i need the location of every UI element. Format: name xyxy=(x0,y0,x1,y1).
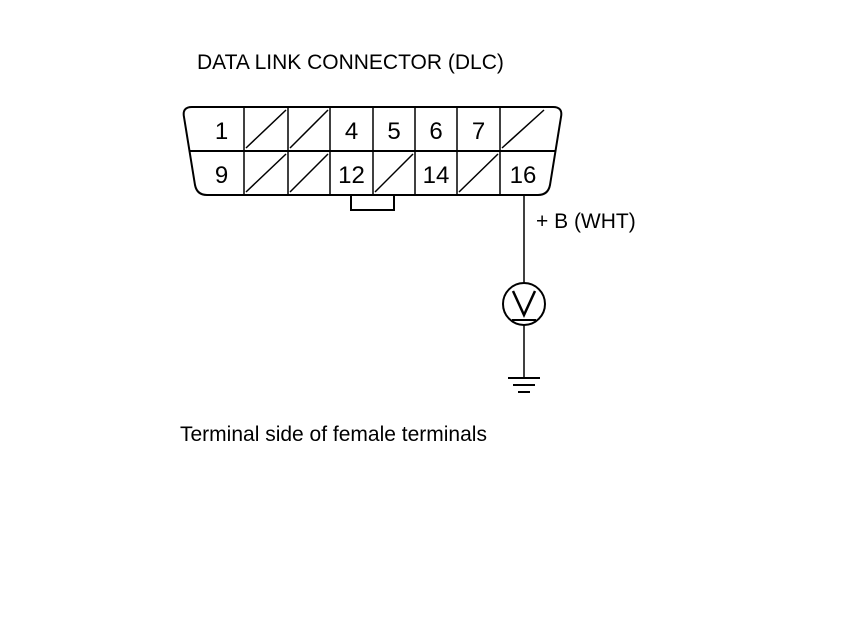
pin-label-6: 6 xyxy=(429,118,442,145)
pin-label-1: 1 xyxy=(215,118,228,145)
blank-cavity-slash xyxy=(245,109,287,149)
blank-cavity-slash xyxy=(289,109,329,149)
pin-label-14: 14 xyxy=(423,162,450,189)
pin-label-7: 7 xyxy=(472,118,485,145)
blank-cavity-slash xyxy=(501,109,545,149)
pin-label-16: 16 xyxy=(510,162,537,189)
column-dividers xyxy=(243,107,501,195)
pin-label-12: 12 xyxy=(338,162,365,189)
ground-icon xyxy=(508,377,540,393)
blank-cavity-slash xyxy=(245,153,287,193)
blank-cavity-slashes xyxy=(245,109,545,193)
wire-label: + B (WHT) xyxy=(536,210,636,233)
connector-body xyxy=(182,106,563,196)
blank-cavity-slash xyxy=(458,153,499,193)
pin-label-4: 4 xyxy=(345,118,358,145)
voltmeter-icon xyxy=(502,282,546,326)
pin-label-5: 5 xyxy=(387,118,400,145)
pin-label-9: 9 xyxy=(215,162,228,189)
locking-tab xyxy=(350,195,395,211)
diagram-title: DATA LINK CONNECTOR (DLC) xyxy=(197,51,504,74)
diagram-caption: Terminal side of female terminals xyxy=(180,423,487,446)
blank-cavity-slash xyxy=(374,153,414,193)
blank-cavity-slash xyxy=(289,153,329,193)
